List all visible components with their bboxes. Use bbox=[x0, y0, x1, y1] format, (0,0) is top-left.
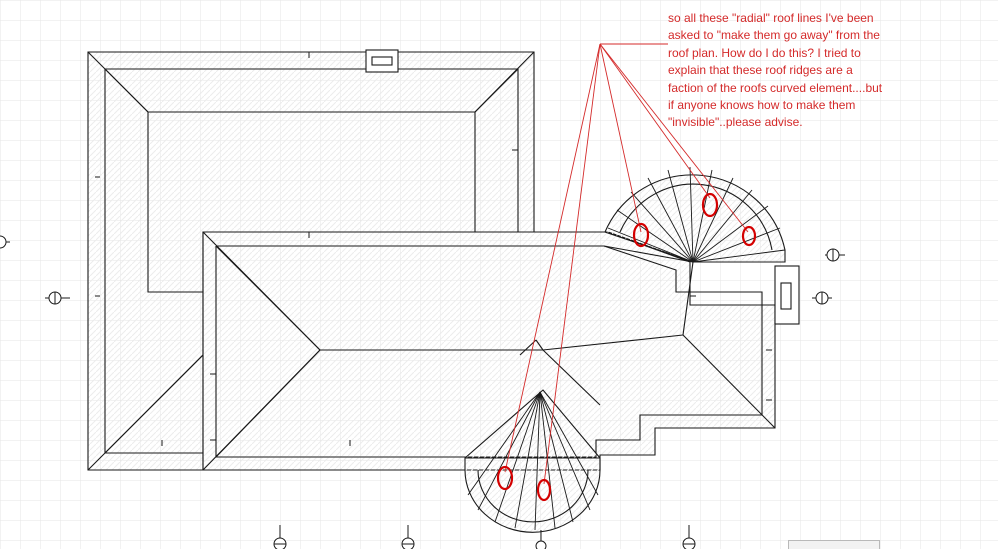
annotation-line: asked to "make them go away" from the bbox=[668, 28, 880, 43]
annotation-line: if anyone knows how to make them bbox=[668, 98, 856, 113]
annotation-line: roof plan. How do I do this? I tried to bbox=[668, 45, 861, 60]
chimney-right bbox=[774, 265, 800, 325]
annotation-note: so all these "radial" roof lines I've be… bbox=[668, 10, 918, 132]
annotation-line: faction of the roofs curved element....b… bbox=[668, 80, 883, 95]
corner-overlay-panel bbox=[788, 540, 880, 549]
annotation-line: so all these "radial" roof lines I've be… bbox=[668, 11, 874, 25]
chimney-top bbox=[365, 49, 399, 73]
markup-ellipses bbox=[496, 192, 757, 502]
grid-bubble-marker-icon bbox=[0, 235, 845, 549]
markup-leader-lines bbox=[504, 43, 749, 485]
annotation-line: explain that these roof ridges are a bbox=[668, 63, 853, 78]
roof-lines bbox=[87, 49, 800, 533]
annotation-line: "invisible"..please advise. bbox=[668, 115, 803, 130]
